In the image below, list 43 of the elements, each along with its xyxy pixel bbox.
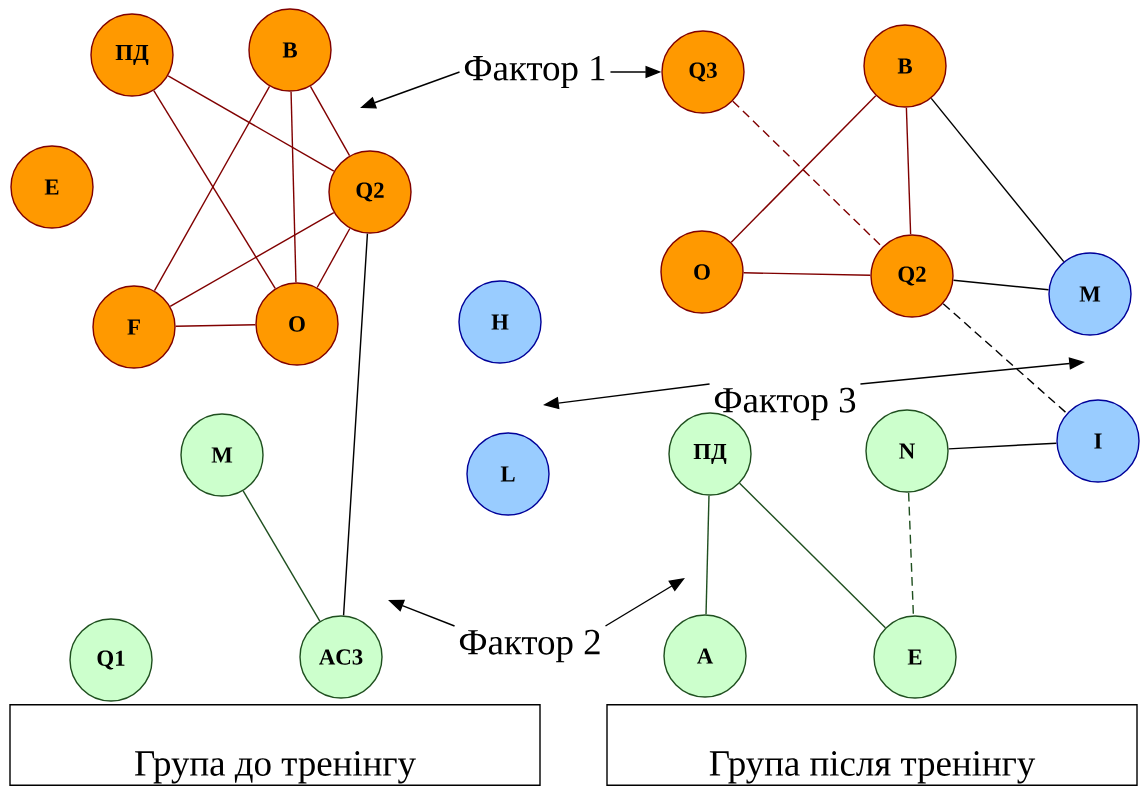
connector-line xyxy=(242,490,321,622)
circle-node: O xyxy=(255,282,339,366)
circle-node: O xyxy=(660,230,744,314)
connector-line xyxy=(342,232,369,617)
connector-line xyxy=(738,482,887,629)
group-box: Група після тренінгу xyxy=(606,704,1138,786)
connector-line xyxy=(930,97,1065,263)
connector-line xyxy=(705,495,710,616)
connector-line xyxy=(290,91,297,284)
circle-node: Q2 xyxy=(870,234,954,318)
circle-node: Q3 xyxy=(661,30,745,114)
circle-node: Q2 xyxy=(328,150,412,234)
circle-node: N xyxy=(865,409,949,493)
connector-line xyxy=(169,212,335,307)
arrow xyxy=(604,578,685,627)
factor-label: Фактор 1 xyxy=(464,55,605,89)
connector-line xyxy=(167,75,335,172)
connector-line xyxy=(743,272,871,276)
connector-line xyxy=(316,227,351,289)
circle-node: A xyxy=(663,614,747,698)
connector-line xyxy=(309,85,351,157)
circle-node: E xyxy=(873,615,957,699)
circle-node: ПД xyxy=(668,412,752,496)
circle-node: B xyxy=(248,8,332,92)
circle-node: M xyxy=(1048,252,1132,336)
group-box: Група до тренінгу xyxy=(9,704,541,786)
circle-node: Q1 xyxy=(69,618,153,702)
circle-node: AC3 xyxy=(299,615,383,699)
connector-line xyxy=(952,279,1050,291)
circle-node: L xyxy=(466,432,550,516)
circle-node: E xyxy=(10,145,94,229)
connector-line xyxy=(175,324,256,327)
circle-node: I xyxy=(1056,399,1140,483)
dashed-line xyxy=(907,491,915,617)
connector-line xyxy=(905,107,912,236)
circle-node: B xyxy=(863,24,947,108)
dashed-line xyxy=(942,302,1068,415)
circle-node: F xyxy=(92,285,176,369)
factor-label: Фактор 2 xyxy=(459,629,600,663)
connector-line xyxy=(947,442,1058,450)
circle-node: M xyxy=(180,413,264,497)
circle-node: ПД xyxy=(90,13,174,97)
circle-node: H xyxy=(458,280,542,364)
